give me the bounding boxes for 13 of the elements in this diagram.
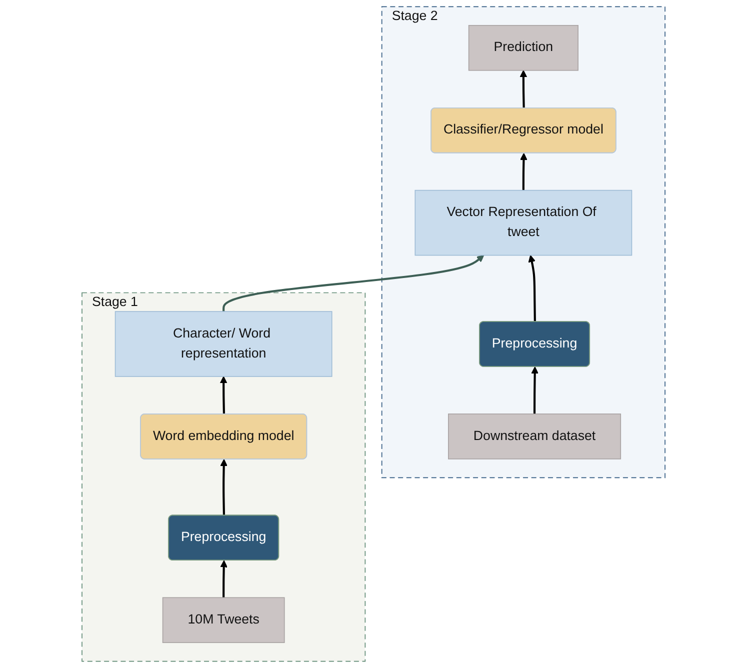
arrow <box>220 560 228 598</box>
node-box: Downstream dataset <box>448 414 622 460</box>
arrow <box>528 254 536 322</box>
node-box: Prediction <box>468 24 578 71</box>
arrow <box>520 70 528 108</box>
node-box: Character/ Word representation <box>114 311 332 377</box>
arrow <box>220 376 228 414</box>
arrow <box>220 459 228 516</box>
node-box: 10M Tweets <box>162 597 285 644</box>
arrow <box>520 152 528 190</box>
arrow <box>531 366 538 414</box>
arrow <box>222 254 484 312</box>
node-box: Vector Representation Of tweet <box>414 190 632 256</box>
